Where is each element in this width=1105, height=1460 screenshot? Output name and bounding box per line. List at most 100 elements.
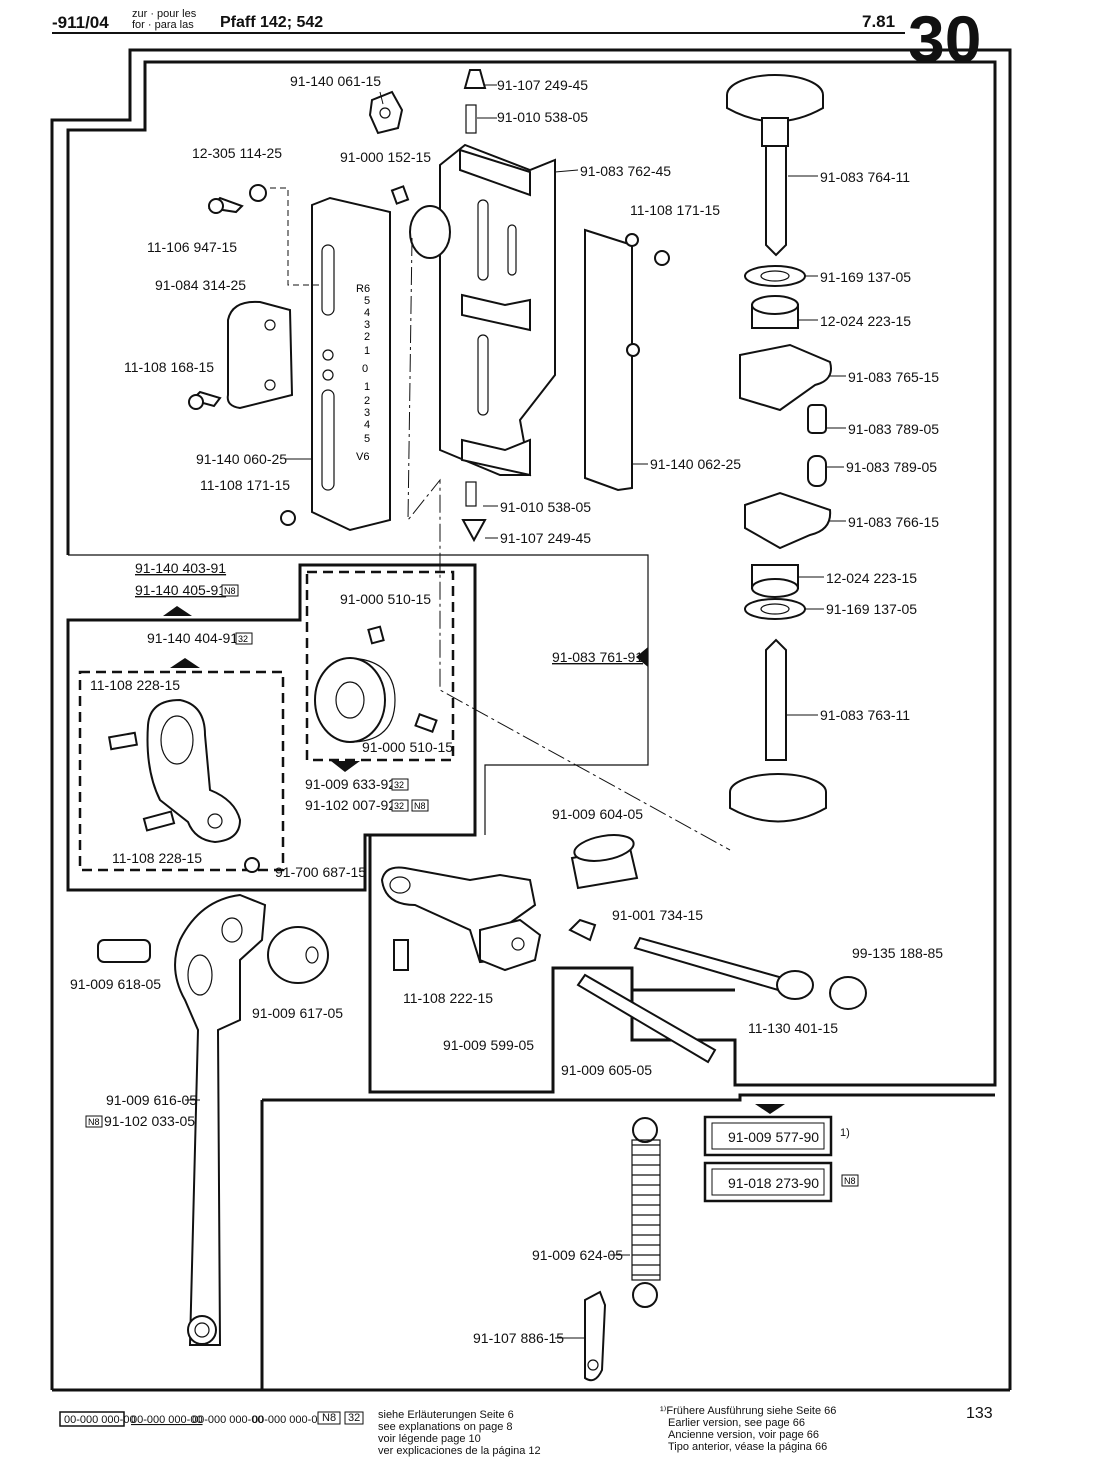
part-label: 91-169 137-05 [820, 269, 911, 285]
part-label: 12-305 114-25 [192, 145, 282, 161]
svg-text:1: 1 [364, 381, 370, 393]
part-label: 91-009 605-05 [561, 1062, 652, 1078]
svg-text:V6: V6 [356, 451, 369, 463]
part-label: 11-130 401-15 [748, 1020, 838, 1036]
explanation-line: siehe Erläuterungen Seite 6 [378, 1409, 514, 1421]
svg-text:32: 32 [238, 634, 248, 644]
svg-text:N8: N8 [88, 1117, 100, 1127]
part-label: 91-083 763-11 [820, 707, 910, 723]
note-line: Ancienne version, voir page 66 [668, 1429, 819, 1441]
part-label: 91-083 789-05 [848, 421, 939, 437]
pointer-triangles [163, 606, 785, 1114]
scale-plate [311, 196, 391, 532]
svg-text:3: 3 [364, 407, 370, 419]
part-label: 91-140 404-91 [147, 630, 238, 646]
adjust-screw-assembly [726, 74, 832, 823]
svg-text:N8: N8 [322, 1412, 336, 1424]
svg-text:2: 2 [364, 395, 370, 407]
set-collar [314, 625, 438, 743]
side-plate [584, 228, 670, 492]
svg-text:N8: N8 [224, 586, 236, 596]
note-line: ¹⁾Frühere Ausführung siehe Seite 66 [660, 1405, 836, 1417]
svg-text:N8: N8 [414, 801, 426, 811]
legend-key: 00-000 000-00 [64, 1414, 136, 1426]
part-label: 91-102 033-05 [104, 1113, 195, 1129]
part-label: 91-083 765-15 [848, 369, 939, 385]
part-label: 91-010 538-05 [500, 499, 591, 515]
part-label: 91-009 604-05 [552, 806, 643, 822]
part-label: 91-000 510-15 [362, 739, 453, 755]
issue-date: 7.81 [862, 12, 895, 31]
model-title: Pfaff 142; 542 [220, 14, 323, 31]
part-label: 91-107 249-45 [497, 77, 588, 93]
part-label: 11-108 168-15 [124, 359, 214, 375]
svg-text:4: 4 [364, 419, 370, 431]
part-label: 91-000 152-15 [340, 149, 431, 165]
svg-text:1: 1 [364, 345, 370, 357]
link-ring [107, 698, 260, 873]
svg-text:R6: R6 [356, 283, 370, 295]
lang-line-2: for · para las [132, 19, 194, 31]
part-label: 91-140 062-25 [650, 456, 741, 472]
part-label: 12-024 223-15 [826, 570, 917, 586]
part-label: 91-009 633-92 [305, 776, 396, 792]
part-label: 91-009 599-05 [443, 1037, 534, 1053]
part-label: 91-140 405-91 [135, 582, 226, 598]
leader-lines [185, 84, 846, 1339]
part-label: 91-009 617-05 [252, 1005, 343, 1021]
svg-text:N8: N8 [844, 1176, 856, 1186]
part-label: 91-700 687-15 [275, 864, 366, 880]
explanation-line: see explanations on page 8 [378, 1421, 513, 1433]
footer: 00-000 000-00 00-000 000-00 00-000 000-0… [59, 1405, 993, 1457]
svg-text:32: 32 [394, 780, 404, 790]
main-bracket [409, 143, 556, 477]
part-label: 91-083 764-11 [820, 169, 910, 185]
lang-line-1: zur · pour les [132, 8, 197, 20]
part-label: 91-083 789-05 [846, 459, 937, 475]
clamp-plate [188, 300, 294, 410]
svg-text:3: 3 [364, 319, 370, 331]
part-label: 91-140 403-91 [135, 560, 226, 576]
part-label: 11-108 228-15 [90, 677, 180, 693]
assembly-number: 91-018 273-90 [728, 1175, 819, 1191]
part-label: 91-009 624-05 [532, 1247, 623, 1263]
left-crank [97, 893, 329, 1346]
svg-text:5: 5 [364, 433, 370, 445]
svg-text:5: 5 [364, 295, 370, 307]
part-label: 91-107 249-45 [500, 530, 591, 546]
page-number: 133 [966, 1405, 993, 1422]
svg-text:32: 32 [348, 1412, 360, 1424]
part-label: 91-009 618-05 [70, 976, 161, 992]
dash-dot-lines [270, 187, 731, 851]
footnote-marker: 1) [840, 1127, 850, 1139]
part-label: 91-140 060-25 [196, 451, 287, 467]
part-label: 91-107 886-15 [473, 1330, 564, 1346]
part-label: 91-083 762-45 [580, 163, 671, 179]
part-labels: 91-140 061-15 91-107 249-45 91-010 538-0… [70, 73, 943, 1346]
part-label: 91-010 538-05 [497, 109, 588, 125]
legend-key: 00-000 000-00 [131, 1414, 203, 1426]
legend-key: 00-000 000-00 [192, 1414, 264, 1426]
note-line: Tipo anterior, véase la página 66 [668, 1441, 827, 1453]
header: -911/04 zur · pour les for · para las Pf… [52, 2, 981, 76]
svg-text:2: 2 [364, 331, 370, 343]
part-label: 11-108 228-15 [112, 850, 202, 866]
scale-labels: R6 5 4 3 2 1 0 1 2 3 4 5 V6 [356, 283, 370, 463]
part-label: 91-001 734-15 [612, 907, 703, 923]
explanation-line: ver explicaciones de la página 12 [378, 1445, 541, 1457]
part-label: 12-024 223-15 [820, 313, 911, 329]
part-label: 91-084 314-25 [155, 277, 246, 293]
svg-text:0: 0 [362, 363, 368, 375]
svg-text:4: 4 [364, 307, 370, 319]
tag-boxes: N8 32 32 32 N8 N8 N8 [85, 584, 859, 1187]
spring-and-hook [584, 1117, 661, 1382]
lower-lever [380, 834, 867, 1064]
part-label: 91-083 766-15 [848, 514, 939, 530]
part-label: 11-108 222-15 [403, 990, 493, 1006]
bracket-bottom-parts [280, 481, 487, 543]
part-label: 91-140 061-15 [290, 73, 381, 89]
part-label: 91-102 007-92 [305, 797, 396, 813]
part-label: 99-135 188-85 [852, 945, 943, 961]
assembly-number: 91-009 577-90 [728, 1129, 819, 1145]
